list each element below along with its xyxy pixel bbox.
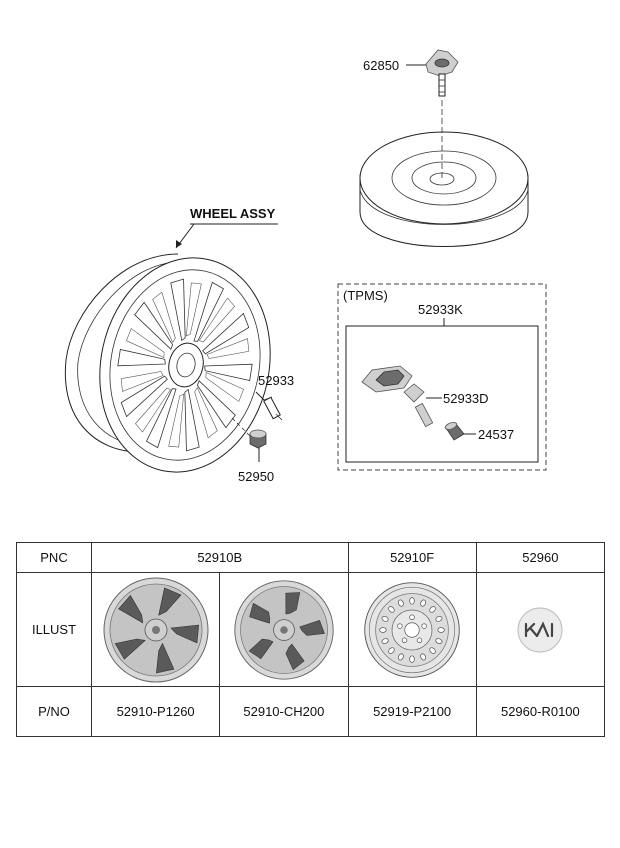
parts-table: PNC 52910B 52910F 52960 ILLUST — [16, 542, 606, 737]
wheel-spokes — [117, 278, 253, 452]
tpms-kit-box — [345, 325, 539, 463]
illust-row-label: ILLUST — [16, 572, 92, 687]
pno-cell: 52919-P2100 — [347, 686, 477, 737]
pno-row: P/NO 52910-P1260 52910-CH200 52919-P2100… — [16, 686, 606, 737]
callout-24537: 24537 — [478, 427, 514, 442]
pnc-row-label: PNC — [16, 542, 92, 573]
illust-cell — [347, 572, 477, 687]
lug-nut-icon — [231, 417, 267, 462]
alloy-wheel-assembly — [64, 253, 271, 473]
alloy-wheel-icon — [103, 577, 209, 682]
pnc-cell: 52910F — [347, 542, 477, 573]
callout-52933D: 52933D — [443, 391, 489, 406]
wheel-diagram: 62850 WHEEL ASSY 52933 52950 (TPMS) 5293… — [64, 49, 547, 484]
valve-cap-icon — [444, 422, 476, 441]
tpms-sensor-icon — [361, 365, 442, 428]
illust-cell — [219, 572, 349, 687]
valve-stem-icon — [255, 391, 283, 421]
tpms-label: (TPMS) — [343, 288, 388, 303]
pnc-cell: 52910B — [91, 542, 349, 573]
steel-wheel-icon — [364, 581, 460, 678]
pnc-row: PNC 52910B 52910F 52960 — [16, 542, 606, 573]
alloy-wheel-icon — [234, 579, 334, 680]
callout-52933K: 52933K — [418, 302, 463, 317]
illust-cell — [475, 572, 606, 687]
spare-tire — [359, 100, 529, 247]
pnc-cell: 52960 — [475, 542, 606, 573]
pno-row-label: P/NO — [16, 686, 92, 737]
kia-emblem-icon — [517, 607, 563, 652]
wheel-assy-label: WHEEL ASSY — [190, 206, 276, 221]
callout-52950: 52950 — [238, 469, 274, 484]
pno-cell: 52910-P1260 — [90, 686, 221, 737]
hold-down-bolt-icon — [406, 49, 459, 97]
wheel-assy-arrow-icon — [176, 240, 182, 248]
illust-cell — [90, 572, 221, 687]
pno-cell: 52960-R0100 — [475, 686, 606, 737]
callout-52933: 52933 — [258, 373, 294, 388]
pno-cell: 52910-CH200 — [219, 686, 349, 737]
illust-row: ILLUST — [16, 572, 606, 687]
callout-62850: 62850 — [363, 58, 399, 73]
tpms-group-box — [337, 283, 547, 471]
